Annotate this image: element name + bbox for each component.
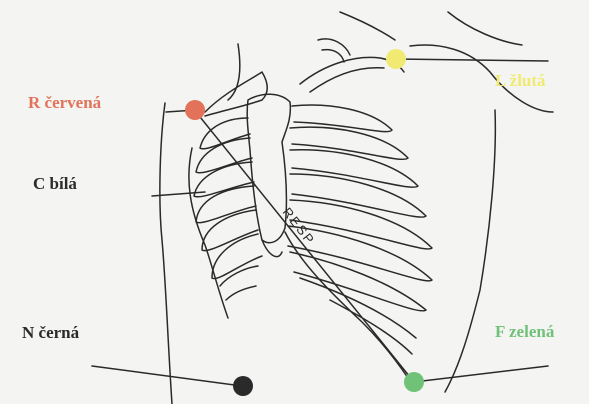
electrode-r	[185, 100, 205, 120]
electrode-f	[404, 372, 424, 392]
costal-margin	[285, 232, 408, 378]
lead-wire-n	[92, 366, 242, 386]
left-scapula	[189, 148, 228, 318]
electrode-n	[233, 376, 253, 396]
left-shoulder-outline	[160, 103, 172, 404]
right-flank-outline	[445, 110, 495, 392]
label-f: F zelená	[495, 323, 554, 340]
neck-outline	[228, 12, 395, 100]
lead-wire-l	[396, 59, 548, 61]
lead-wire-f	[414, 366, 548, 382]
right-shoulder-outline	[410, 12, 553, 112]
label-c: C bílá	[33, 175, 77, 192]
right-scapula	[318, 39, 350, 62]
left-ribs	[194, 118, 262, 300]
label-r: R červená	[28, 94, 101, 111]
label-l: L žlutá	[495, 72, 546, 89]
label-n: N černá	[22, 324, 79, 341]
electrode-l	[386, 49, 406, 69]
left-clavicle	[205, 72, 267, 116]
